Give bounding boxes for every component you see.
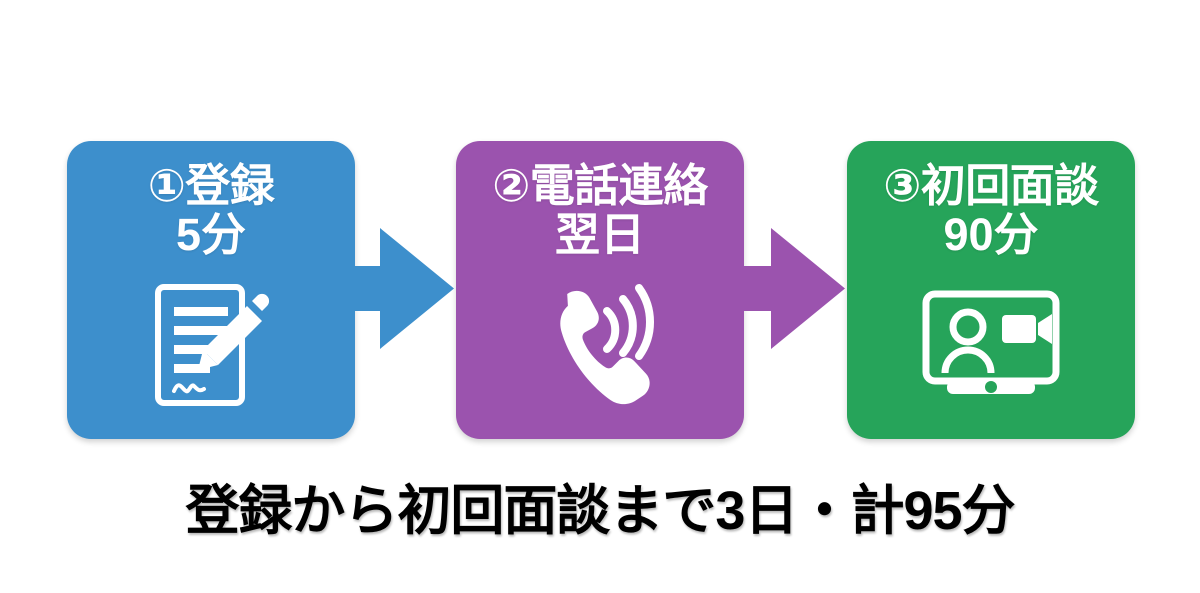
step-3-icon-area: [847, 259, 1135, 439]
step-3-duration: 90分: [943, 209, 1039, 261]
step-2-duration: 翌日: [554, 209, 645, 261]
step-1-icon-area: [67, 259, 355, 439]
ringing-phone-icon: [560, 283, 655, 404]
step-2-icon-area: [456, 259, 744, 439]
arrow-step1-to-step2: [338, 228, 454, 349]
step-3-title: ③初回面談: [883, 160, 1099, 211]
step-2-title: ②電話連絡: [492, 160, 708, 211]
summary-caption: 登録から初回面談まで3日・計95分: [185, 481, 1015, 541]
document-pencil-icon: [155, 283, 270, 406]
step-card-2[interactable]: ②電話連絡 翌日: [456, 141, 744, 439]
step-card-1[interactable]: ①登録 5分: [67, 141, 355, 439]
step-1-duration: 5分: [175, 209, 247, 261]
video-call-icon: [922, 290, 1060, 394]
step-1-title: ①登録: [147, 160, 275, 211]
step-card-3[interactable]: ③初回面談 90分: [847, 141, 1135, 439]
arrow-step2-to-step3: [729, 228, 845, 349]
